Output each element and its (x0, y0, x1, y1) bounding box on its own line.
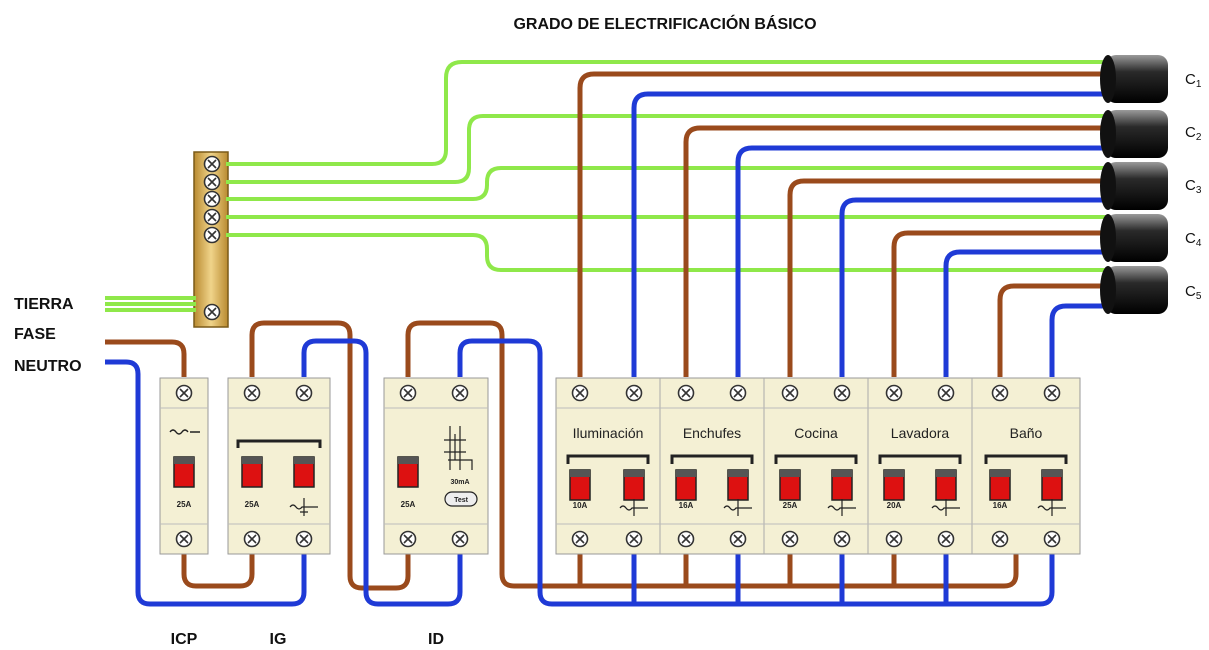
cable-ends (1100, 55, 1168, 314)
phase-wires (105, 71, 1108, 591)
pia-bano: Baño 16A (984, 384, 1068, 548)
cable-c1 (1100, 55, 1168, 103)
id-module: 25A 30mA Test (383, 377, 489, 555)
diagram-title: GRADO DE ELECTRIFICACIÓN BÁSICO (513, 14, 816, 33)
cable-label-c1: C1 (1185, 71, 1202, 90)
icp-toggle (173, 456, 195, 488)
icp-label: ICP (171, 631, 198, 648)
icp-module: 25A (159, 377, 209, 555)
id-label: ID (428, 631, 444, 648)
tierra-label: TIERRA (14, 296, 74, 313)
pia-panel: Iluminación 10A Enchufes 16A Cocina 25A (555, 377, 1081, 555)
circuit-name: Baño (1010, 425, 1043, 441)
id-test-button[interactable] (444, 491, 478, 507)
cable-label-c5: C5 (1185, 283, 1202, 302)
circuit-rating: 20A (887, 501, 902, 510)
earth-wires (105, 60, 1108, 312)
circuit-name: Cocina (794, 425, 838, 441)
cable-c3 (1100, 162, 1168, 210)
pia-enchufes: Enchufes 16A (670, 384, 754, 548)
cable-c2 (1100, 110, 1168, 158)
cable-label-c3: C3 (1185, 177, 1202, 196)
pia-lavadora: Lavadora 20A (878, 384, 962, 548)
cable-c5 (1100, 266, 1168, 314)
neutro-label: NEUTRO (14, 358, 82, 375)
neutral-wires (105, 91, 1108, 607)
icp-rating: 25A (177, 500, 192, 509)
cable-label-c2: C2 (1185, 124, 1202, 143)
pia-iluminacion: Iluminación 10A (566, 384, 650, 548)
ig-rating: 25A (245, 500, 260, 509)
ig-label: IG (270, 631, 287, 648)
id-rating: 25A (401, 500, 416, 509)
cable-c4 (1100, 214, 1168, 262)
ig-module: 25A (227, 377, 331, 555)
circuit-name: Iluminación (573, 425, 644, 441)
circuit-name: Enchufes (683, 425, 741, 441)
fase-label: FASE (14, 326, 56, 343)
cable-label-c4: C4 (1185, 230, 1202, 249)
pia-cocina: Cocina 25A (774, 384, 858, 548)
circuit-rating: 25A (783, 501, 798, 510)
circuit-rating: 10A (573, 501, 588, 510)
id-sensitivity: 30mA (450, 479, 469, 486)
circuit-name: Lavadora (891, 425, 950, 441)
circuit-rating: 16A (679, 501, 694, 510)
earth-bar (193, 151, 229, 328)
cable-labels: C1 C2 C3 C4 C5 (1185, 71, 1202, 302)
circuit-rating: 16A (993, 501, 1008, 510)
id-test-label: Test (454, 497, 469, 504)
